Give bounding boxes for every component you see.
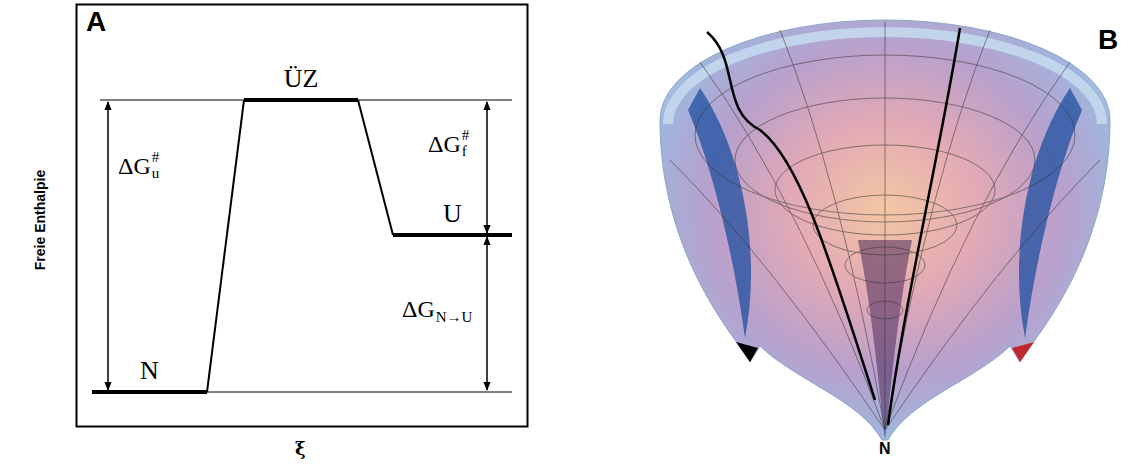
state-label: N (879, 441, 891, 457)
reference-line (207, 392, 512, 393)
state-label-group: N (879, 441, 891, 457)
axis-label-group: ξ (295, 438, 306, 459)
energy-arrow (486, 237, 488, 390)
state-label: U (443, 199, 462, 228)
notch-marker (736, 342, 758, 362)
superscript: # (152, 150, 160, 166)
subscript: u (152, 166, 160, 182)
superscript: # (462, 128, 470, 144)
axis-label: ξ (295, 438, 306, 459)
panel-letter-group: A (86, 8, 106, 36)
folding-path (707, 32, 875, 400)
energy-symbol: ΔG (428, 132, 461, 156)
reaction-path (358, 100, 393, 235)
energy-symbol: ΔG (402, 297, 435, 321)
energy-symbol: ΔG (118, 154, 151, 178)
energy-arrow (486, 102, 488, 233)
panel-frame (77, 5, 528, 427)
energy-label-group: ΔG#u (118, 150, 159, 182)
energy-level: N (92, 358, 207, 394)
energy-funnel (660, 20, 1110, 440)
panel-letter: B (1098, 26, 1118, 54)
energy-arrow (107, 102, 109, 390)
energy-level: ÜZ (244, 66, 358, 102)
index-stack: N→U (436, 292, 473, 326)
energy-label-group: ΔGN→U (402, 292, 472, 326)
subscript: N→U (436, 310, 473, 326)
axis-label: Freie Enthalpie (32, 170, 48, 270)
index-stack: #u (152, 150, 160, 182)
reaction-path (207, 100, 244, 392)
panel-letter: A (86, 8, 106, 36)
notch-marker (1012, 342, 1034, 362)
funnel-grid (670, 22, 1100, 430)
energy-label-group: ΔG#f (428, 128, 469, 160)
folding-path (888, 28, 960, 425)
index-stack: #f (462, 128, 470, 160)
state-label: N (140, 356, 159, 385)
panel-letter-group: B (1098, 26, 1118, 54)
axis-label-group: Freie Enthalpie (32, 170, 48, 270)
energy-level: U (393, 201, 512, 237)
subscript: f (462, 144, 470, 160)
state-label: ÜZ (284, 64, 319, 93)
